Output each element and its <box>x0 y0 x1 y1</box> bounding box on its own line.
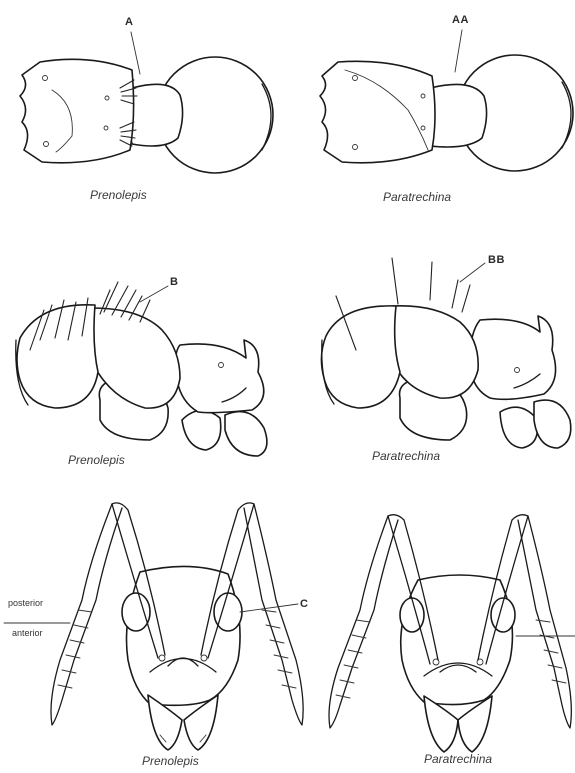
caption-paratrechina-top: Paratrechina <box>383 190 451 204</box>
caption-prenolepis-bottom: Prenolepis <box>142 754 199 768</box>
paratrechina-lateral-mesosoma <box>321 258 570 448</box>
orientation-posterior: posterior <box>8 598 43 608</box>
pointer-label-aa: AA <box>452 14 469 26</box>
pointer-line-b <box>140 286 168 302</box>
orientation-anterior: anterior <box>12 628 43 638</box>
pointer-label-b: B <box>170 276 178 288</box>
caption-prenolepis-middle: Prenolepis <box>68 453 125 467</box>
prenolepis-dorsal-mesosoma <box>20 57 273 173</box>
pointer-line-bb <box>460 263 485 282</box>
pointer-label-c: C <box>300 598 308 610</box>
caption-paratrechina-bottom: Paratrechina <box>424 752 492 766</box>
pointer-line-aa <box>455 30 462 72</box>
paratrechina-dorsal-mesosoma <box>320 55 573 171</box>
caption-paratrechina-middle: Paratrechina <box>372 449 440 463</box>
caption-prenolepis-top: Prenolepis <box>90 188 147 202</box>
pointer-line-a <box>131 32 140 74</box>
prenolepis-head <box>51 503 303 750</box>
pointer-label-a: A <box>125 16 133 28</box>
prenolepis-lateral-mesosoma <box>16 282 267 456</box>
paratrechina-head <box>329 515 571 752</box>
pointer-label-bb: BB <box>488 254 505 266</box>
